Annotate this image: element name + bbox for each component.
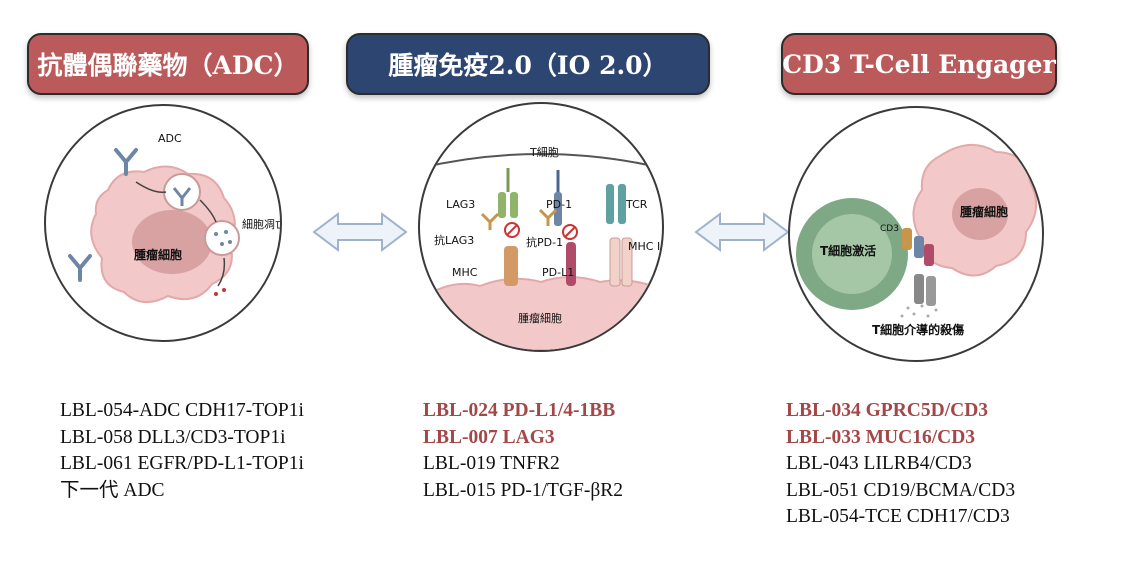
mhc1-label: MHC I	[628, 240, 660, 253]
lysosome-icon	[204, 220, 240, 256]
t-cell-icon	[796, 198, 908, 310]
list-item: LBL-054-TCE CDH17/CD3	[786, 506, 1010, 527]
io-circle: T細胞 LAG3 抗LAG3 MHC PD-1 抗PD-1 PD-L1 TCR …	[418, 102, 664, 352]
t-cell-label: T細胞	[529, 146, 559, 159]
bispecific-antibody-icon	[902, 228, 936, 306]
pathway-arrow	[135, 181, 226, 287]
pd1-label: PD-1	[546, 198, 572, 211]
mhc-icon	[504, 237, 633, 287]
list-item: LBL-043 LILRB4/CD3	[786, 453, 972, 474]
anti-pd1-label: 抗PD-1	[526, 235, 563, 249]
pd1-receptor-icon	[554, 170, 562, 226]
cd3-label: CD3	[880, 224, 899, 234]
list-item: 下一代 ADC	[60, 479, 165, 501]
list-item: LBL-034 GPRC5D/CD3	[786, 400, 989, 421]
tce-tumor-cell-label: 腫瘤細胞	[960, 204, 1008, 219]
block-icon	[504, 222, 578, 240]
apoptosis-label: 細胞凋亡	[242, 217, 280, 231]
pdl1-label: PD-L1	[542, 266, 574, 279]
tce-circle: CD3 T細胞激活 腫瘤細胞 T細胞介導的殺傷	[788, 106, 1044, 362]
list-item: LBL-061 EGFR/PD-L1-TOP1i	[60, 453, 304, 474]
lag3-label: LAG3	[446, 198, 475, 211]
antibody-icon	[68, 148, 138, 282]
granules-icon	[900, 304, 938, 318]
list-item: LBL-019 TNFR2	[423, 453, 560, 474]
tcr-label: TCR	[625, 198, 648, 211]
anti-lag3-label: 抗LAG3	[434, 233, 474, 247]
double-arrow-icon-left	[312, 212, 408, 252]
tcr-receptor-icon	[606, 184, 626, 224]
adc-tumor-cell-label: 腫瘤細胞	[134, 247, 182, 262]
list-item: LBL-033 MUC16/CD3	[786, 426, 976, 448]
killing-label: T細胞介導的殺傷	[872, 322, 964, 337]
t-cell-activation-label: T細胞激活	[820, 243, 876, 258]
tce-pipeline-list: LBL-034 GPRC5D/CD3 LBL-033 MUC16/CD3 LBL…	[786, 398, 1015, 531]
adc-header: 抗體偶聯藥物（ADC）	[27, 33, 309, 95]
list-item: LBL-007 LAG3	[423, 426, 555, 448]
tce-header: CD3 T-Cell Engager	[781, 33, 1057, 95]
list-item: LBL-015 PD-1/TGF-βR2	[423, 479, 624, 501]
endosome-icon	[163, 173, 201, 211]
antibody-icon	[480, 208, 558, 230]
t-cell-membrane	[420, 153, 662, 169]
adc-label: ADC	[158, 132, 182, 145]
io-pipeline-list: LBL-024 PD-L1/4-1BB LBL-007 LAG3 LBL-019…	[423, 398, 623, 504]
tce-tumor-cell	[912, 144, 1037, 277]
double-arrow-icon-right	[694, 212, 790, 252]
list-item: LBL-051 CD19/BCMA/CD3	[786, 479, 1016, 501]
io-tumor-cell-label: 腫瘤細胞	[518, 311, 562, 325]
adc-pipeline-list: LBL-054-ADC CDH17-TOP1i LBL-058 DLL3/CD3…	[60, 398, 304, 504]
io-header: 腫瘤免疫2.0（IO 2.0）	[346, 33, 710, 95]
adc-circle: ADC 細胞凋亡 腫瘤細胞	[44, 104, 282, 342]
lag3-receptor-icon	[498, 168, 518, 218]
list-item: LBL-058 DLL3/CD3-TOP1i	[60, 426, 286, 448]
list-item: LBL-024 PD-L1/4-1BB	[423, 400, 616, 421]
io-tumor-cell	[420, 276, 662, 350]
mhc-label: MHC	[452, 266, 478, 279]
list-item: LBL-054-ADC CDH17-TOP1i	[60, 400, 304, 421]
